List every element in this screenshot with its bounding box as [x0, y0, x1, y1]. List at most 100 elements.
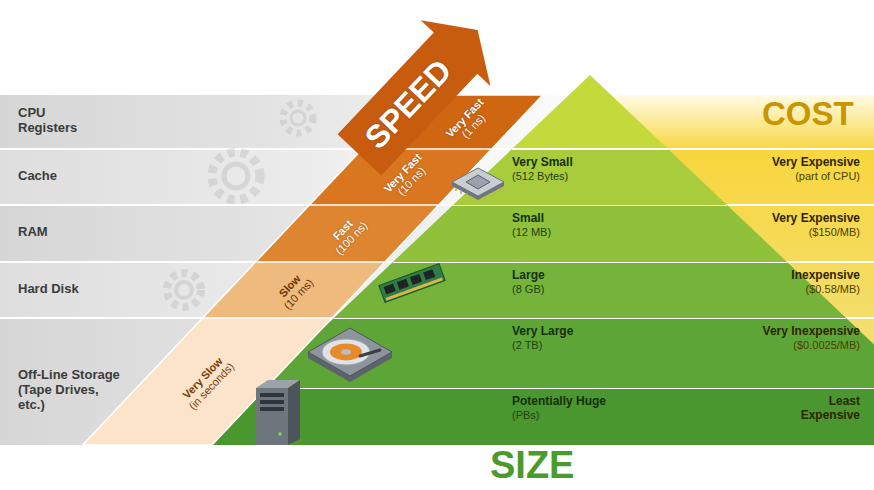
cost-cell: Least Expensive	[690, 388, 874, 445]
speed-step-outline	[83, 318, 332, 445]
size-value: Large	[512, 269, 545, 283]
ram-contacts	[386, 277, 443, 300]
size-tier-outline	[512, 75, 668, 149]
gear-hub	[224, 164, 248, 188]
size-value-group: Very Large(2 TB)	[512, 325, 573, 351]
ram-chip	[410, 274, 422, 285]
cost-value: Inexpensive	[791, 269, 860, 283]
cost-value: Very Expensive	[772, 212, 860, 226]
server-top	[256, 380, 300, 388]
cost-value-group: Very Inexpensive($0.0025/MB)	[763, 325, 860, 351]
size-tier-outline	[334, 262, 846, 318]
size-value: (512 Bytes)	[512, 170, 573, 183]
size-value-group: Potentially Huge(PBs)	[512, 395, 606, 421]
disk-case-top	[308, 328, 392, 376]
cost-value: ($150/MB)	[772, 226, 860, 239]
speed-step: Very Fast(10 ns)	[309, 149, 492, 205]
gear-teeth	[283, 103, 313, 133]
hard-disk-icon	[308, 328, 392, 382]
level-name-group: RAM	[18, 225, 48, 240]
size-tier-outline	[200, 388, 874, 445]
server-icon	[256, 380, 300, 445]
size-tier: Potentially Huge(PBs)	[200, 388, 874, 445]
size-value-group: Very Small(512 Bytes)	[512, 156, 573, 182]
size-tier-outline	[260, 318, 874, 388]
chip-die	[466, 175, 490, 189]
level-name: RAM	[18, 225, 48, 240]
size-heading: SIZE	[490, 446, 574, 484]
speed-step-outline	[203, 262, 385, 318]
chip-top	[452, 168, 504, 196]
level-name: Hard Disk	[18, 282, 79, 297]
ram-stick-icon	[379, 264, 445, 303]
level-name-group: Cache	[18, 169, 57, 184]
size-value: Small	[512, 212, 551, 226]
size-value: (12 MB)	[512, 226, 551, 239]
chip-pins	[456, 188, 500, 199]
level-name-group: Off-Line Storage(Tape Drives, etc.)	[18, 368, 120, 413]
level-name: Off-Line Storage	[18, 368, 120, 383]
disk-platter	[322, 339, 370, 365]
speed-step-outline	[256, 205, 439, 262]
size-tier-outline	[393, 205, 787, 262]
ram-chip	[397, 279, 409, 290]
tier-divider	[334, 318, 846, 319]
ram-chip	[384, 284, 396, 295]
ram-chip	[423, 269, 435, 280]
size-value-group: Small(12 MB)	[512, 212, 551, 238]
server-bay	[260, 393, 284, 397]
tier-divider	[260, 388, 874, 389]
server-bay	[260, 407, 284, 411]
size-value: (2 TB)	[512, 339, 573, 352]
size-value: (PBs)	[512, 409, 606, 422]
server-front	[256, 388, 288, 445]
level-name: Cache	[18, 169, 57, 184]
size-tier-outline	[453, 149, 727, 205]
disk-spindle	[341, 349, 351, 355]
size-value-group: Large(8 GB)	[512, 269, 545, 295]
cost-value: Very Expensive	[772, 156, 860, 170]
size-value: Very Small	[512, 156, 573, 170]
gear-hub	[176, 282, 192, 298]
tier-divider	[512, 148, 668, 150]
cost-value: (part of CPU)	[772, 170, 860, 183]
gear-decoration	[167, 103, 313, 307]
size-value: (8 GB)	[512, 283, 545, 296]
chip-side	[452, 182, 504, 200]
cost-value: ($0.0025/MB)	[763, 339, 860, 352]
cost-value-group: Least Expensive	[790, 395, 860, 423]
ram-board	[379, 264, 445, 303]
level-name-group: Hard Disk	[18, 282, 79, 297]
disk-arm	[360, 350, 380, 356]
cost-value: Very Inexpensive	[763, 325, 860, 339]
cpu-chip-icon	[452, 168, 504, 200]
disk-platter-ring	[330, 344, 362, 361]
cost-value-group: Very Expensive($150/MB)	[772, 212, 860, 238]
cost-value: ($0.58/MB)	[791, 283, 860, 296]
level-name: (Tape Drives, etc.)	[18, 383, 113, 413]
cost-cell: Very Expensive($150/MB)	[690, 205, 874, 262]
cost-cell: Very Expensive(part of CPU)	[690, 149, 874, 205]
server-bay	[260, 400, 284, 404]
server-side	[288, 380, 300, 445]
cost-value: Least Expensive	[790, 395, 860, 423]
speed-step-outline	[309, 149, 491, 205]
cost-heading: COST	[762, 97, 854, 130]
disk-case-side	[308, 328, 392, 382]
level-name: CPU Registers	[18, 106, 98, 136]
tier-divider	[453, 205, 727, 206]
gear-teeth	[167, 273, 201, 307]
gear-teeth	[212, 152, 260, 200]
server-led	[278, 432, 282, 436]
size-value: Very Large	[512, 325, 573, 339]
gear-hub	[291, 111, 305, 125]
tier-divider	[393, 262, 787, 263]
cost-value-group: Very Expensive(part of CPU)	[772, 156, 860, 182]
cost-cell: Very Inexpensive($0.0025/MB)	[690, 318, 874, 388]
cost-cell: Inexpensive($0.58/MB)	[690, 262, 874, 318]
level-name-group: CPU Registers	[18, 106, 98, 136]
speed-arrow-outline	[338, 20, 491, 175]
speed-step: Fast(100 ns)	[255, 205, 439, 262]
speed-step: Slow(10 ms)	[202, 262, 385, 318]
size-value: Potentially Huge	[512, 395, 606, 409]
